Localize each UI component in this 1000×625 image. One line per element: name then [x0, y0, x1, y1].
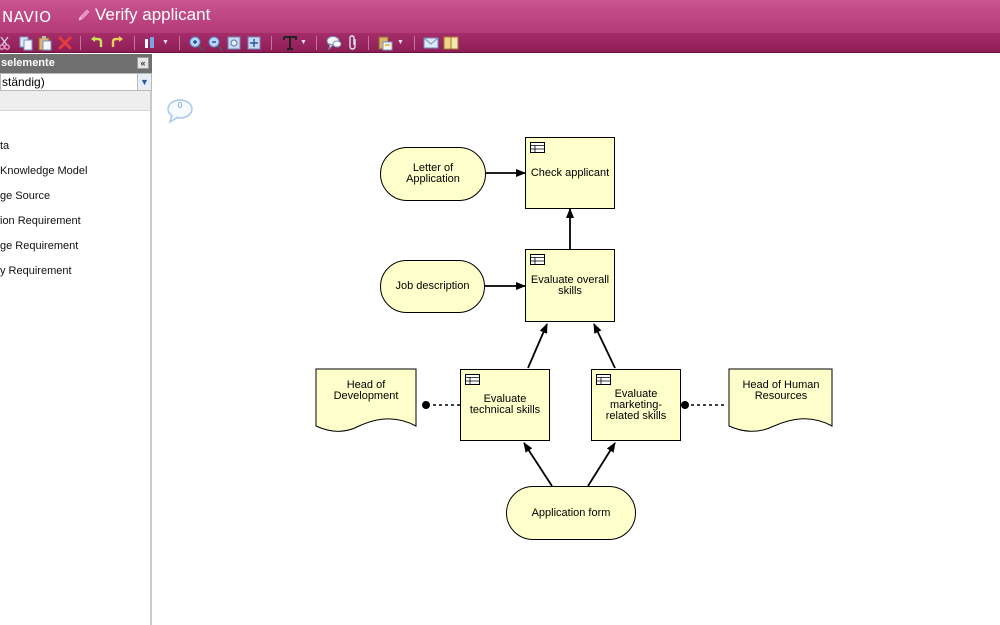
- knowledge-source-shape-head-of-hr[interactable]: [728, 368, 833, 432]
- delete-icon[interactable]: [57, 35, 73, 51]
- knowledge-source-head-of-development[interactable]: Head of Development: [333, 379, 399, 402]
- element-list-item-authority-requirement[interactable]: y Requirement: [0, 265, 72, 277]
- arrow-form-to-marketing[interactable]: [587, 442, 616, 487]
- sidebar-title: selemente: [1, 57, 55, 69]
- knowledge-source-head-of-human-resources[interactable]: Head of Human Resources: [742, 379, 820, 402]
- authority-dot-hr: [681, 401, 689, 409]
- arrow-technical-to-overall[interactable]: [527, 323, 548, 369]
- element-list-item-business-knowledge-model[interactable]: Knowledge Model: [0, 165, 88, 177]
- layout-dropdown-caret[interactable]: ▼: [397, 39, 404, 46]
- sidebar: selemente « ständig) ▼ ta Knowledge Mode…: [0, 54, 152, 625]
- element-list-item-information-requirement[interactable]: ion Requirement: [0, 215, 81, 227]
- chevron-down-icon[interactable]: ▼: [137, 74, 151, 90]
- text-format-dropdown-caret[interactable]: ▼: [300, 39, 307, 46]
- element-filter-value: ständig): [2, 75, 45, 89]
- knowledge-source-shape-head-of-development[interactable]: [315, 368, 417, 432]
- app-header: NAVIO Verify applicant: [0, 0, 1000, 33]
- toolbar-separator: [271, 36, 272, 50]
- undo-icon[interactable]: [89, 35, 105, 51]
- sidebar-search-band: [0, 91, 150, 111]
- decision-evaluate-overall-skills[interactable]: Evaluate overall skills: [525, 249, 615, 322]
- sidebar-header: selemente «: [0, 54, 152, 73]
- toolbar-separator: [368, 36, 369, 50]
- decision-table-icon: [465, 374, 480, 385]
- decision-table-icon: [530, 142, 545, 153]
- layout-icon[interactable]: [378, 35, 394, 51]
- authority-dot-dev: [422, 401, 430, 409]
- decision-evaluate-marketing-skills[interactable]: Evaluate marketing-related skills: [591, 369, 681, 441]
- zoom-in-icon[interactable]: [188, 35, 204, 51]
- comment-icon[interactable]: [326, 35, 342, 51]
- toolbar-separator: [134, 36, 135, 50]
- comment-bubble-icon[interactable]: [166, 98, 194, 124]
- diagram-connections: [315, 169, 833, 487]
- brand-logo: NAVIO: [2, 8, 52, 26]
- zoom-out-icon[interactable]: [207, 35, 223, 51]
- arrow-form-to-technical[interactable]: [523, 442, 553, 487]
- collapse-sidebar-button[interactable]: «: [137, 57, 149, 69]
- decision-evaluate-technical-skills[interactable]: Evaluate technical skills: [460, 369, 550, 441]
- decision-table-icon: [596, 374, 611, 385]
- zoom-fit-icon[interactable]: [226, 35, 242, 51]
- comment-count[interactable]: 0: [177, 101, 183, 110]
- input-data-application-form[interactable]: Application form: [506, 486, 636, 540]
- input-data-job-description[interactable]: Job description: [380, 260, 485, 313]
- redo-icon[interactable]: [109, 35, 125, 51]
- book-icon[interactable]: [443, 35, 459, 51]
- element-list-item-knowledge-source[interactable]: ge Source: [0, 190, 51, 202]
- paste-icon[interactable]: [37, 35, 53, 51]
- toolbar-separator: [80, 36, 81, 50]
- align-icon[interactable]: [143, 35, 159, 51]
- element-list-item-input-data[interactable]: ta: [0, 140, 10, 152]
- attachment-icon[interactable]: [345, 35, 361, 51]
- zoom-reset-icon[interactable]: [246, 35, 262, 51]
- toolbar-separator: [179, 36, 180, 50]
- input-data-letter-of-application[interactable]: Letter of Application: [380, 147, 486, 201]
- text-format-icon[interactable]: [282, 35, 298, 51]
- decision-table-icon: [530, 254, 545, 265]
- cut-icon[interactable]: [0, 35, 13, 51]
- element-list-item-knowledge-requirement[interactable]: ge Requirement: [0, 240, 79, 252]
- toolbar-separator: [316, 36, 317, 50]
- mail-icon[interactable]: [423, 35, 439, 51]
- toolbar: ▼ ▼ ▼: [0, 33, 1000, 53]
- align-dropdown-caret[interactable]: ▼: [162, 39, 169, 46]
- diagram-canvas[interactable]: 0 Letter of App: [154, 54, 1000, 625]
- decision-check-applicant[interactable]: Check applicant: [525, 137, 615, 209]
- toolbar-separator: [414, 36, 415, 50]
- arrow-marketing-to-overall[interactable]: [593, 323, 616, 369]
- diagram-title[interactable]: Verify applicant: [95, 5, 211, 24]
- element-filter-select[interactable]: ständig) ▼: [0, 73, 152, 91]
- element-list: ta Knowledge Model ge Source ion Require…: [0, 134, 150, 284]
- copy-icon[interactable]: [18, 35, 34, 51]
- diagram-title-area[interactable]: Verify applicant: [76, 5, 210, 25]
- pencil-icon[interactable]: [76, 7, 92, 23]
